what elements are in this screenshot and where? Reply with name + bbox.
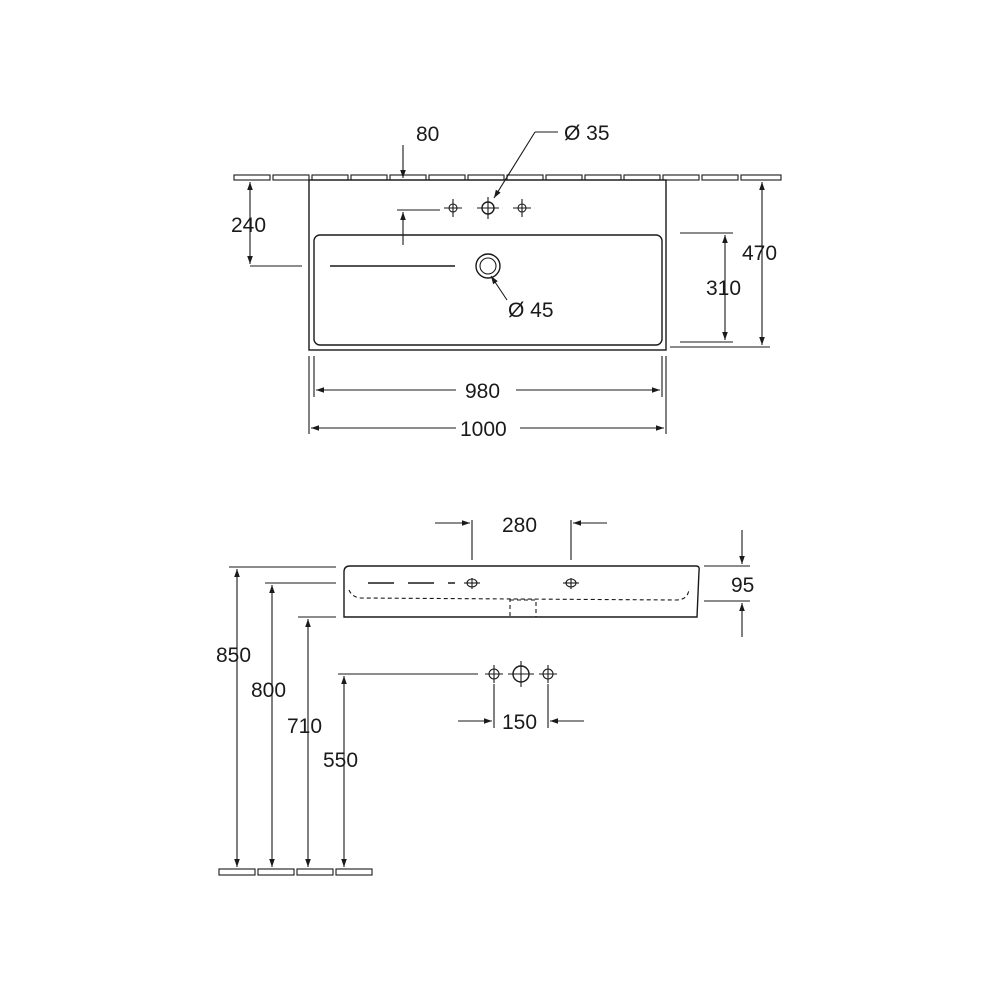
dim-710-label: 710: [287, 715, 322, 738]
wall-tap-right-icon: [539, 665, 557, 683]
dim-95-label: 95: [731, 574, 754, 597]
drain-hidden-outline: [509, 599, 537, 618]
wall-tap-left-icon: [485, 665, 503, 683]
front-view: 280 95 850 800 710 550: [216, 514, 754, 876]
dim-550-label: 550: [323, 749, 358, 772]
wall-tap-center-icon: [508, 661, 534, 687]
dim-240-label: 240: [231, 214, 266, 237]
dim-45-label: Ø 45: [508, 299, 554, 322]
bowl-hidden-line: [348, 588, 690, 601]
dim-80-label: 80: [416, 123, 439, 146]
top-view: 80 Ø 35 240 470 310 Ø 45 980 1000: [231, 122, 782, 441]
dim-470-label: 470: [742, 242, 777, 265]
dim-35-label: Ø 35: [564, 122, 610, 145]
dim-150-label: 150: [502, 711, 537, 734]
dim-850-label: 850: [216, 644, 251, 667]
floor-line: [218, 868, 373, 876]
tap-hole-front-right-icon: [563, 578, 579, 589]
dim-310-label: 310: [706, 277, 741, 300]
tap-hole-left-icon: [444, 199, 462, 217]
dim-980-label: 980: [465, 380, 500, 403]
dim-1000-label: 1000: [460, 418, 507, 441]
dim-800-label: 800: [251, 679, 286, 702]
basin-front-outline: [343, 565, 700, 618]
drain-icon: [475, 253, 501, 279]
basin-outer-outline: [308, 179, 667, 351]
tap-hole-right-icon: [513, 199, 531, 217]
dim-280-label: 280: [502, 514, 537, 537]
tap-hole-center-icon: [477, 197, 499, 219]
tap-hole-front-left-icon: [464, 578, 480, 589]
basin-bowl-outline: [313, 234, 663, 346]
